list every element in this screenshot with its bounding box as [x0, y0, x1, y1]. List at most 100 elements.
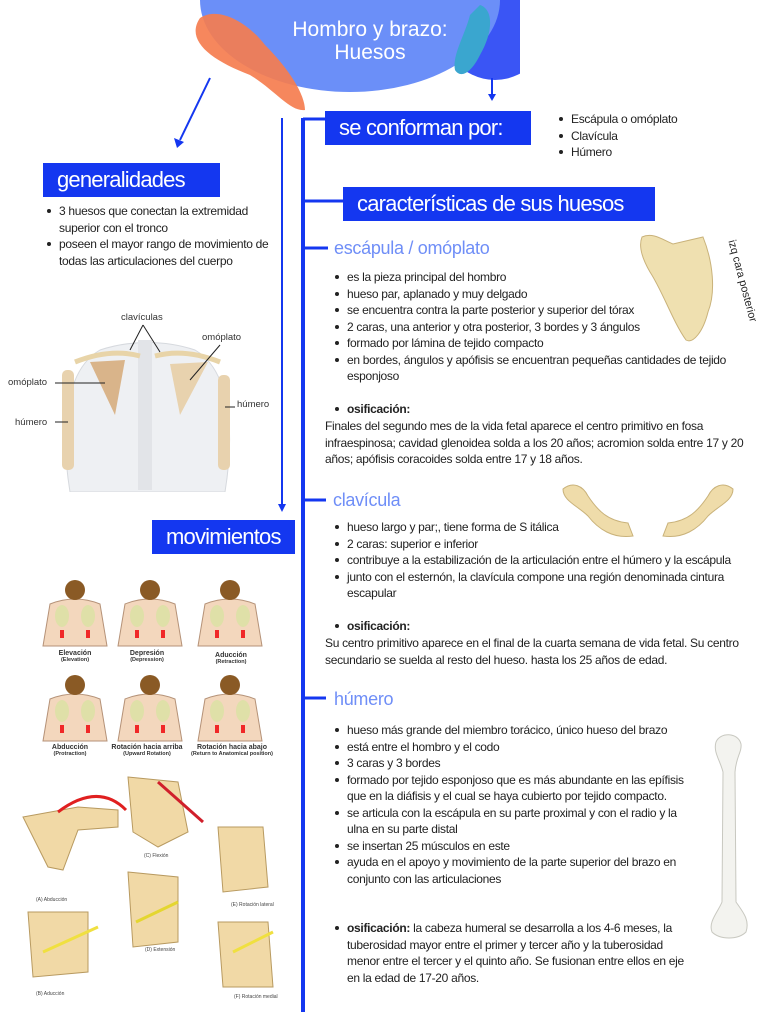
scapular-movements-image [42, 580, 263, 742]
clavicula-heading: clavícula [333, 490, 401, 510]
list-item: 2 caras: superior e inferior [333, 536, 753, 553]
escapula-list: es la pieza principal del hombro hueso p… [333, 269, 753, 385]
head [140, 580, 160, 600]
humerus-image [710, 734, 748, 939]
escapula-osif: osificación: [333, 401, 410, 418]
humero-osif-text: la cabeza humeral se desarrolla a los 4-… [347, 921, 684, 985]
list-item: se articula con la escápula en su parte … [333, 805, 698, 838]
list-item: 3 huesos que conectan la extremidad supe… [45, 203, 275, 236]
list-item: hueso más grande del miembro torácico, ú… [333, 722, 698, 739]
list-item: poseen el mayor rango de movimiento de t… [45, 236, 275, 269]
list-item: formado por tejido esponjoso que es más … [333, 772, 698, 805]
list-item: hueso par, aplanado y muy delgado [333, 286, 753, 303]
torso [117, 598, 183, 647]
list-item: Clavícula [557, 128, 757, 145]
page-title: Hombro y brazo: Huesos [250, 18, 490, 64]
figure-label: (D) Extensión [145, 947, 176, 953]
list-item: junto con el esternón, la clavícula comp… [333, 569, 753, 602]
list-item: Húmero [557, 144, 757, 161]
conforman-list: Escápula o omóplato Clavícula Húmero [557, 111, 757, 161]
torso [42, 693, 108, 742]
list-item: contribuye a la estabilización de la art… [333, 552, 753, 569]
arrow [86, 725, 90, 733]
head [220, 675, 240, 695]
list-item: ayuda en el apoyo y movimiento de la par… [333, 854, 698, 887]
osificacion-label: osificación: [347, 619, 411, 633]
osificacion-label: osificación: [347, 402, 411, 416]
arrow [60, 630, 64, 638]
movement-label: Depresión(Depression) [129, 650, 165, 663]
list-item: Escápula o omóplato [557, 111, 757, 128]
arrow [215, 630, 219, 638]
torso [197, 693, 263, 742]
scapula [210, 605, 224, 627]
arrow [241, 725, 245, 733]
movement-label: Abducción(Protraction) [51, 744, 89, 757]
conforman-heading: se conforman por: [325, 111, 531, 145]
clavicula-osif: osificación: [333, 618, 410, 635]
clavicula-list: hueso largo y par;, tiene forma de S itá… [333, 519, 753, 602]
movement-label: Aducción(Retraction) [215, 652, 247, 665]
list-item: formado por lámina de tejido compacto [333, 335, 753, 352]
list-item: en bordes, ángulos y apófisis se encuent… [333, 352, 753, 385]
arrow [161, 630, 165, 638]
scapula [55, 605, 69, 627]
head [220, 580, 240, 600]
label-humerus-left: húmero [15, 417, 48, 428]
figure-label: (C) Flexión [144, 853, 169, 859]
figure-label: (A) Abducción [36, 897, 68, 903]
movimientos-heading: movimientos [152, 520, 295, 554]
escapula-heading: escápula / omóplato [334, 238, 490, 258]
scapula-image [640, 234, 713, 342]
arrow [135, 630, 139, 638]
scapula [81, 605, 95, 627]
arrow [60, 725, 64, 733]
arrow [215, 725, 219, 733]
label-scapula-right: omóplato [202, 332, 242, 343]
head [65, 580, 85, 600]
head [65, 675, 85, 695]
arrow [161, 725, 165, 733]
head [140, 675, 160, 695]
title-line-2: Huesos [334, 41, 406, 64]
list-item: se encuentra contra la parte posterior y… [333, 302, 753, 319]
scapula [156, 605, 170, 627]
scapula [156, 700, 170, 722]
shoulder-skeleton-image [55, 324, 235, 492]
clavicle-image [562, 484, 734, 538]
header-blobs [195, 0, 520, 111]
list-item: es la pieza principal del hombro [333, 269, 753, 286]
title-line-1: Hombro y brazo: [292, 18, 448, 41]
list-item: hueso largo y par;, tiene forma de S itá… [333, 519, 753, 536]
arrow [86, 630, 90, 638]
scapula [130, 605, 144, 627]
torso [197, 598, 263, 647]
arrow [241, 630, 245, 638]
humero-heading: húmero [334, 689, 394, 709]
scapula [236, 605, 250, 627]
figure-label: (B) Aducción [36, 991, 65, 997]
label-humerus-right: húmero [237, 399, 270, 410]
list-item: está entre el hombro y el codo [333, 739, 698, 756]
movement-label: Elevación(Elevation) [58, 650, 92, 663]
scapula [81, 700, 95, 722]
humero-osif: osificación: la cabeza humeral se desarr… [333, 920, 698, 986]
generalidades-list: 3 huesos que conectan la extremidad supe… [45, 203, 275, 269]
escapula-osif-text: Finales del segundo mes de la vida fetal… [325, 419, 744, 466]
list-item: 2 caras, una anterior y otra posterior, … [333, 319, 753, 336]
osificacion-label: osificación: [347, 921, 411, 935]
figure-label: (E) Rotación lateral [231, 902, 274, 908]
list-item: 3 caras y 3 bordes [333, 755, 698, 772]
clavicula-osif-text: Su centro primitivo aparece en el final … [325, 636, 739, 667]
caracteristicas-heading: características de sus huesos [343, 187, 655, 221]
scapula [130, 700, 144, 722]
figure-label: (F) Rotación medial [234, 994, 278, 1000]
torso [117, 693, 183, 742]
torso [42, 598, 108, 647]
scapula [236, 700, 250, 722]
movement-label: Rotación hacia arriba(Upward Rotation) [111, 744, 183, 757]
generalidades-heading: generalidades [43, 163, 220, 197]
shoulder-rotation-image [22, 776, 274, 988]
list-item: se insertan 25 músculos en este [333, 838, 698, 855]
